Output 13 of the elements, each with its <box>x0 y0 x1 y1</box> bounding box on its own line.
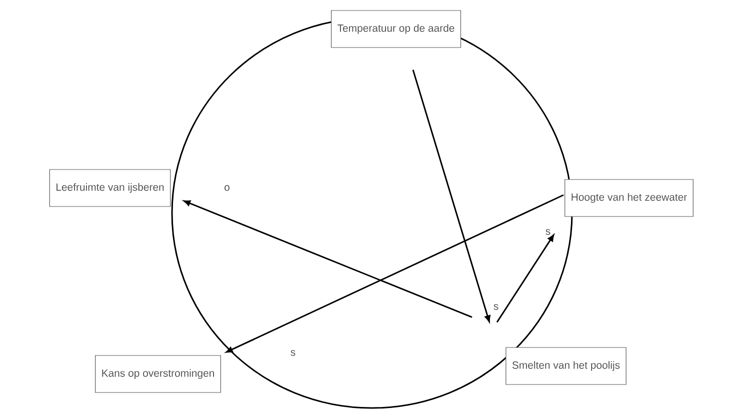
label-box: Hoogte van het zeewater <box>564 179 694 217</box>
arrow <box>184 200 472 318</box>
label-box: Leefruimte van ijsberen <box>49 169 171 207</box>
label-box: Smelten van het poolijs <box>506 347 626 385</box>
arrow <box>226 194 564 353</box>
edge-label: o <box>224 185 230 191</box>
label-box: Kans op overstromingen <box>95 355 221 393</box>
edge-label: s <box>494 304 498 310</box>
edge-label: s <box>546 229 550 235</box>
edge-label: s <box>290 350 296 356</box>
arrow <box>496 234 554 323</box>
label-box: Temperatuur op de aarde <box>330 10 462 48</box>
arrow <box>412 70 490 322</box>
